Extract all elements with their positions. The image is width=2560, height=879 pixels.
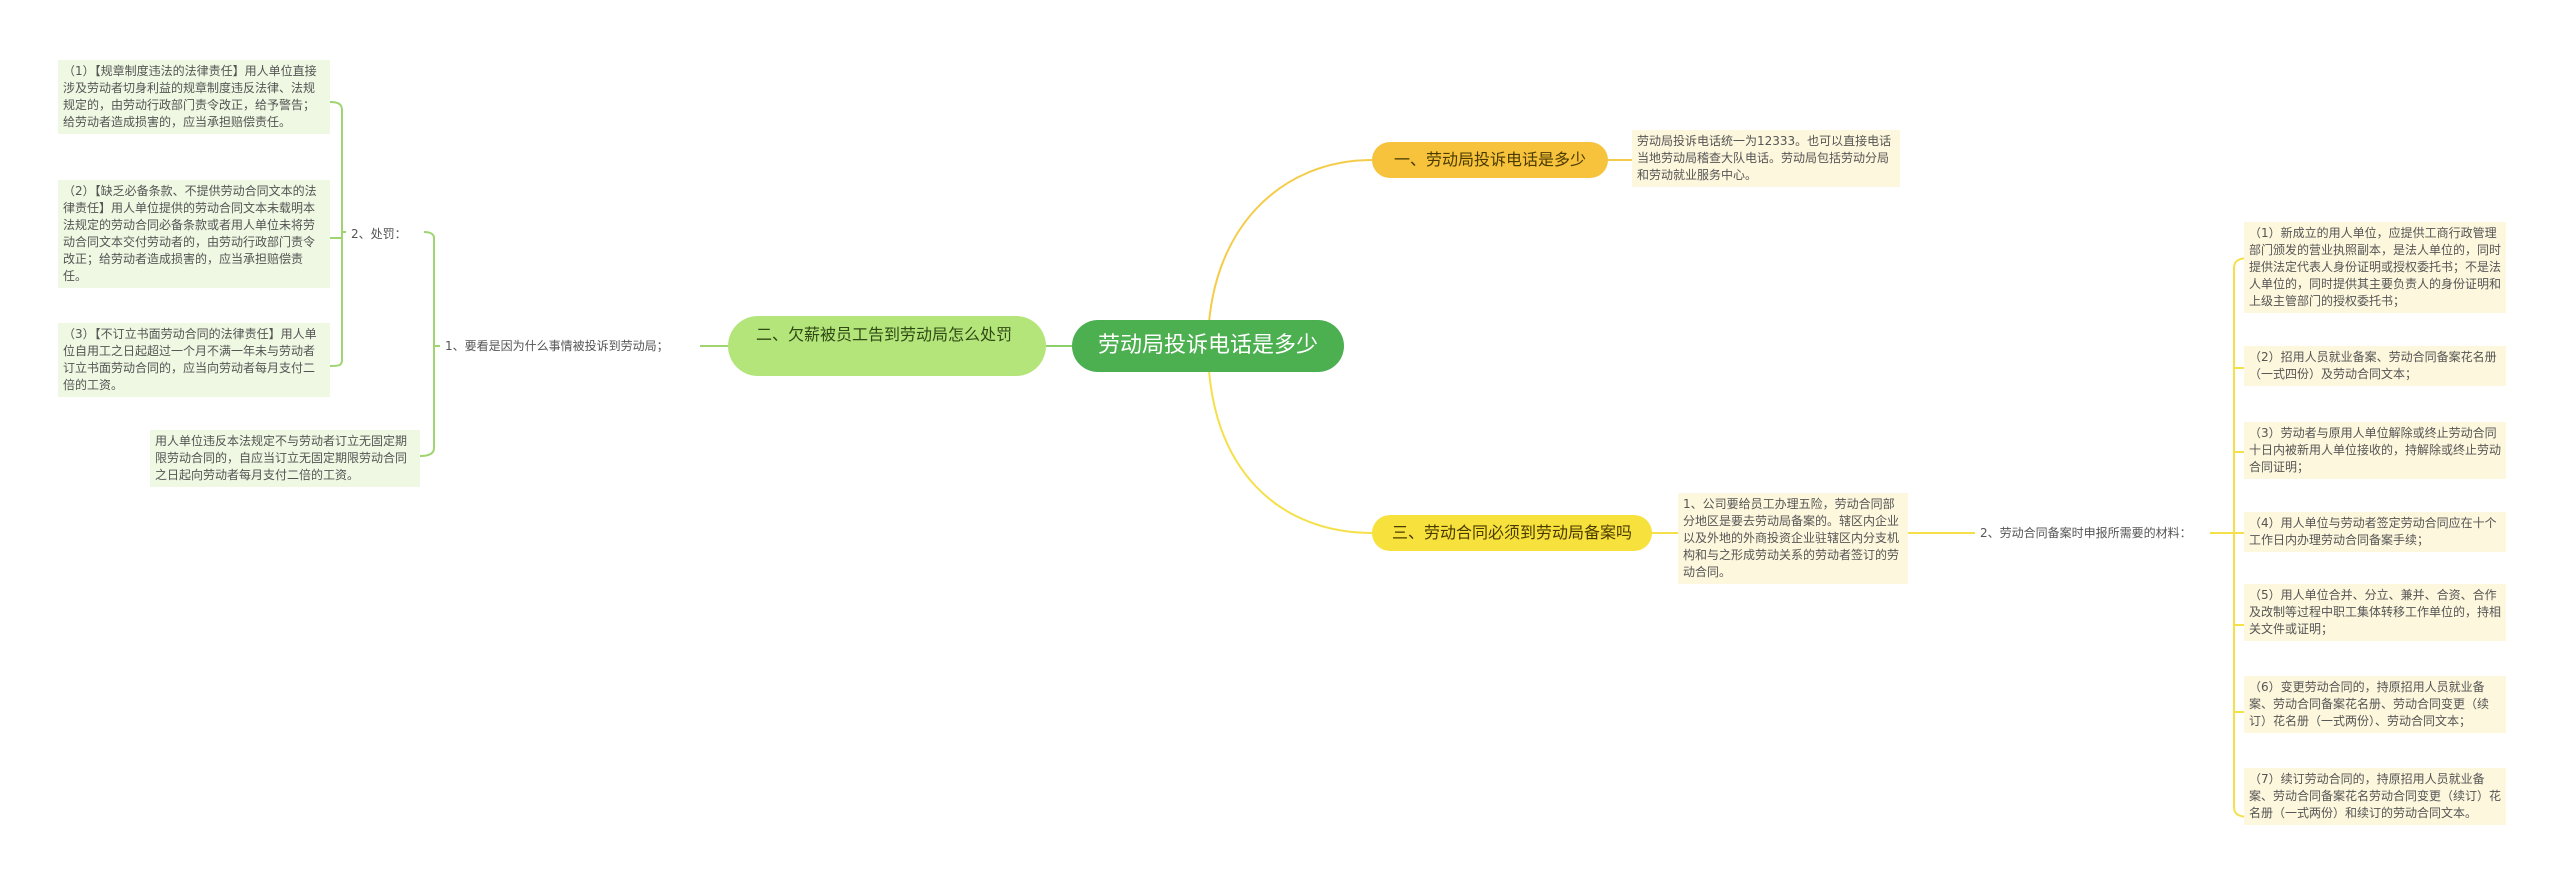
material-item: （1）新成立的用人单位，应提供工商行政管理部门颁发的营业执照副本，是法人单位的，…	[2244, 222, 2506, 313]
branch-wage-penalty[interactable]: 二、欠薪被员工告到劳动局怎么处罚	[728, 316, 1046, 376]
penalty-sub2: 用人单位违反本法规定不与劳动者订立无固定期限劳动合同的，自应当订立无固定期限劳动…	[150, 430, 420, 487]
link-penalty-bracket	[329, 101, 346, 367]
material-item: （5）用人单位合并、分立、兼并、合资、合作及改制等过程中职工集体转移工作单位的，…	[2244, 584, 2506, 641]
branch-complaint-hotline[interactable]: 一、劳动局投诉电话是多少	[1372, 142, 1608, 178]
material-item: （2）招用人员就业备案、劳动合同备案花名册（一式四份）及劳动合同文本；	[2244, 346, 2506, 386]
link-root-branch3	[1207, 345, 1373, 534]
material-item: （3）劳动者与原用人单位解除或终止劳动合同十日内被新用人单位接收的，持解除或终止…	[2244, 422, 2506, 479]
penalty-item: （3）【不订立书面劳动合同的法律责任】用人单位自用工之日起超过一个月不满一年未与…	[58, 323, 330, 397]
filing-sub1: 1、公司要给员工办理五险，劳动合同部分地区是要去劳动局备案的。辖区内企业以及外地…	[1678, 493, 1908, 584]
penalty-sub1: 1、要看是因为什么事情被投诉到劳动局；	[445, 339, 669, 353]
root-topic[interactable]: 劳动局投诉电话是多少	[1072, 320, 1344, 372]
material-item: （4）用人单位与劳动者签定劳动合同应在十个工作日内办理劳动合同备案手续；	[2244, 512, 2506, 552]
link-root-branch1	[1207, 159, 1373, 347]
hotline-content: 劳动局投诉电话统一为12333。也可以直接电话当地劳动局稽查大队电话。劳动局包括…	[1632, 130, 1900, 187]
penalty-item: （1）【规章制度违法的法律责任】用人单位直接涉及劳动者切身利益的规章制度违反法律…	[58, 60, 330, 134]
link-sub2-bracket	[2210, 257, 2251, 818]
material-item: （7）续订劳动合同的，持原招用人员就业备案、劳动合同备案花名劳动合同变更（续订）…	[2244, 768, 2506, 825]
link-sub1-bracket	[419, 231, 440, 457]
penalty-item: （2）【缺乏必备条款、不提供劳动合同文本的法律责任】用人单位提供的劳动合同文本未…	[58, 180, 330, 288]
material-item: （6）变更劳动合同的，持原招用人员就业备案、劳动合同备案花名册、劳动合同变更（续…	[2244, 676, 2506, 733]
filing-sub2-materials: 2、劳动合同备案时申报所需要的材料：	[1980, 526, 2192, 540]
penalty-sub1-1: 2、处罚：	[351, 227, 407, 241]
branch-contract-filing[interactable]: 三、劳动合同必须到劳动局备案吗	[1372, 515, 1652, 551]
